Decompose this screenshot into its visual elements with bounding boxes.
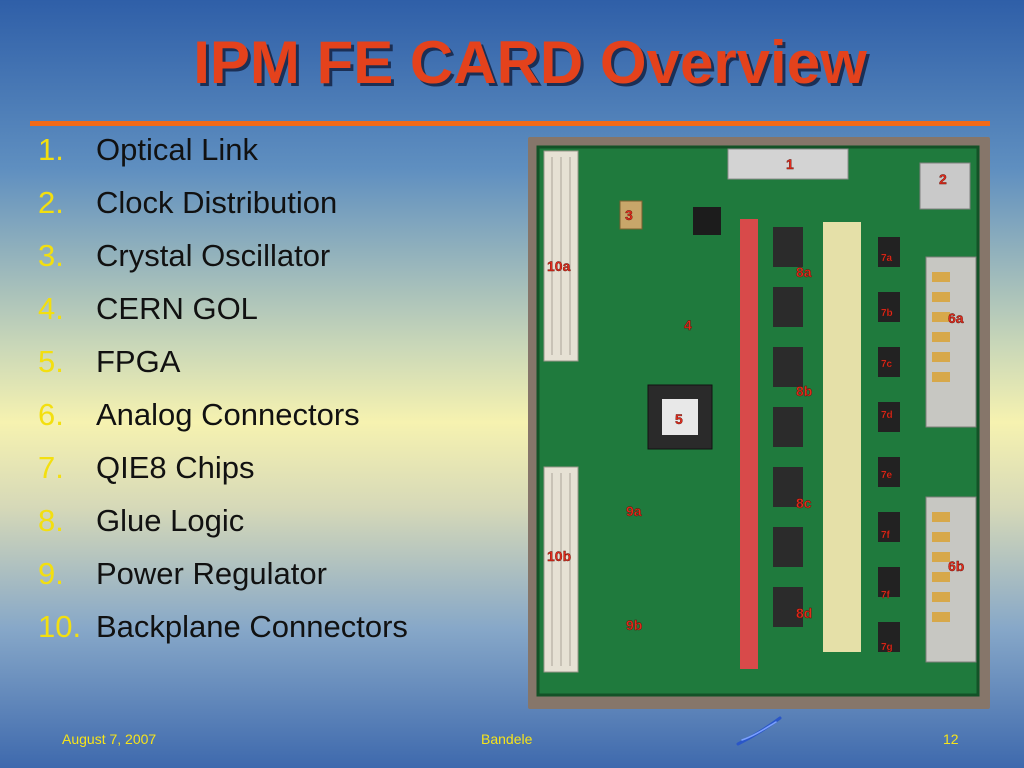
- gol-chip: [693, 207, 721, 235]
- list-number: 5.: [38, 344, 64, 379]
- list-number: 4.: [38, 291, 64, 326]
- label-6b: 6b: [948, 558, 964, 574]
- label-7f-lower: 7f: [881, 590, 891, 601]
- label-1: 1: [786, 156, 794, 172]
- clock-connector: [919, 162, 971, 210]
- label-5: 5: [675, 411, 683, 427]
- label-7g: 7g: [881, 642, 893, 653]
- list-label: QIE8 Chips: [96, 450, 255, 485]
- optical-link-module: [727, 148, 849, 180]
- label-8a: 8a: [796, 264, 812, 280]
- list-item: 6. Analog Connectors: [38, 397, 508, 433]
- list-label: Crystal Oscillator: [96, 238, 331, 273]
- list-label: Backplane Connectors: [96, 609, 408, 644]
- label-6a: 6a: [948, 310, 964, 326]
- label-10a: 10a: [547, 258, 571, 274]
- label-8b: 8b: [796, 383, 812, 399]
- list-number: 2.: [38, 185, 64, 220]
- label-10b: 10b: [547, 548, 571, 564]
- label-7d: 7d: [881, 410, 893, 421]
- label-9a: 9a: [626, 503, 642, 519]
- list-item: 10. Backplane Connectors: [38, 609, 508, 645]
- list-number: 3.: [38, 238, 64, 273]
- label-7f-upper: 7f: [881, 530, 891, 541]
- label-8c: 8c: [796, 495, 812, 511]
- list-label: Analog Connectors: [96, 397, 360, 432]
- footer-date: August 7, 2007: [62, 731, 157, 747]
- label-7c: 7c: [881, 359, 893, 370]
- list-label: CERN GOL: [96, 291, 258, 326]
- list-number: 10.: [38, 609, 82, 644]
- label-7b: 7b: [881, 308, 893, 319]
- list-label: FPGA: [96, 344, 181, 379]
- label-9b: 9b: [626, 617, 642, 633]
- list-item: 5. FPGA: [38, 344, 508, 380]
- label-8d: 8d: [796, 605, 812, 621]
- crystal-oscillator: [619, 200, 643, 230]
- list-number: 8.: [38, 503, 64, 538]
- list-number: 7.: [38, 450, 64, 485]
- list-item: 1. Optical Link: [38, 132, 508, 168]
- card-photo: 1 2 3 4 5 6a 6b 8a 8b 8c 8d 9a 9b 10a 10…: [528, 137, 990, 709]
- list-item: 3. Crystal Oscillator: [38, 238, 508, 274]
- label-7a: 7a: [881, 253, 893, 264]
- footer-page-number: 12: [943, 731, 959, 747]
- list-item: 7. QIE8 Chips: [38, 450, 508, 486]
- label-7e: 7e: [881, 470, 893, 481]
- list-number: 6.: [38, 397, 64, 432]
- swoosh-logo-icon: [736, 716, 782, 746]
- list-item: 4. CERN GOL: [38, 291, 508, 327]
- label-4: 4: [684, 317, 692, 333]
- footer-author: Bandele: [481, 731, 533, 747]
- list-label: Power Regulator: [96, 556, 327, 591]
- pcb-illustration: 1 2 3 4 5 6a 6b 8a 8b 8c 8d 9a 9b 10a 10…: [536, 145, 980, 697]
- list-item: 9. Power Regulator: [38, 556, 508, 592]
- title-divider: [30, 121, 990, 126]
- list-label: Optical Link: [96, 132, 258, 167]
- slide-title: IPM FE CARD Overview: [193, 29, 867, 96]
- label-2: 2: [939, 171, 947, 187]
- list-item: 8. Glue Logic: [38, 503, 508, 539]
- list-number: 1.: [38, 132, 64, 167]
- label-3: 3: [625, 207, 633, 223]
- list-label: Glue Logic: [96, 503, 245, 538]
- list-label: Clock Distribution: [96, 185, 338, 220]
- component-list: 1. Optical Link 2. Clock Distribution 3. Cr…: [38, 132, 508, 662]
- list-item: 2. Clock Distribution: [38, 185, 508, 221]
- list-number: 9.: [38, 556, 64, 591]
